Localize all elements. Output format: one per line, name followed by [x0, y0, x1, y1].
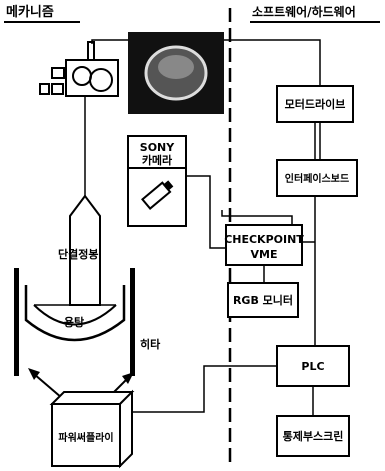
- rgb-monitor-label: RGB 모니터: [233, 293, 293, 307]
- heater-left: [14, 268, 19, 376]
- crystal-puller-head: [40, 42, 118, 96]
- section-title-mechanism: 메카니즘: [6, 5, 54, 20]
- plc-label: PLC: [301, 360, 324, 373]
- checkpoint-label-line1: CHECKPOINT: [224, 233, 304, 246]
- label-heater: 히타: [140, 337, 161, 351]
- melt-photo-highlight: [158, 55, 194, 79]
- power-supply-label: 파워써플라이: [58, 431, 113, 444]
- label-melt: 용탕: [64, 315, 84, 329]
- camera-label-line1: SONY: [140, 141, 175, 154]
- motor-drive-label: 모터드라이브: [285, 97, 346, 111]
- heater-right: [130, 268, 135, 376]
- puller-gear-icon: [52, 68, 64, 78]
- crystal-rod: [70, 96, 100, 305]
- wire-interface-to-checkpoint: [222, 210, 292, 225]
- camera-label-line2: 카메라: [142, 153, 173, 167]
- label-single-crystal: 단결정봉: [58, 247, 98, 261]
- control-screen-label: 통제부스크린: [283, 429, 344, 443]
- wire-power-to-plc: [132, 366, 277, 412]
- puller-small-block-icon: [52, 84, 63, 94]
- power-supply-box: [52, 392, 132, 466]
- section-title-software-hardware: 소프트웨어/하드웨어: [252, 4, 356, 19]
- checkpoint-label-line2: VME: [251, 248, 278, 261]
- puller-small-block-icon: [40, 84, 49, 94]
- puller-post: [88, 42, 94, 60]
- interface-board-label: 인터페이스보드: [285, 172, 349, 185]
